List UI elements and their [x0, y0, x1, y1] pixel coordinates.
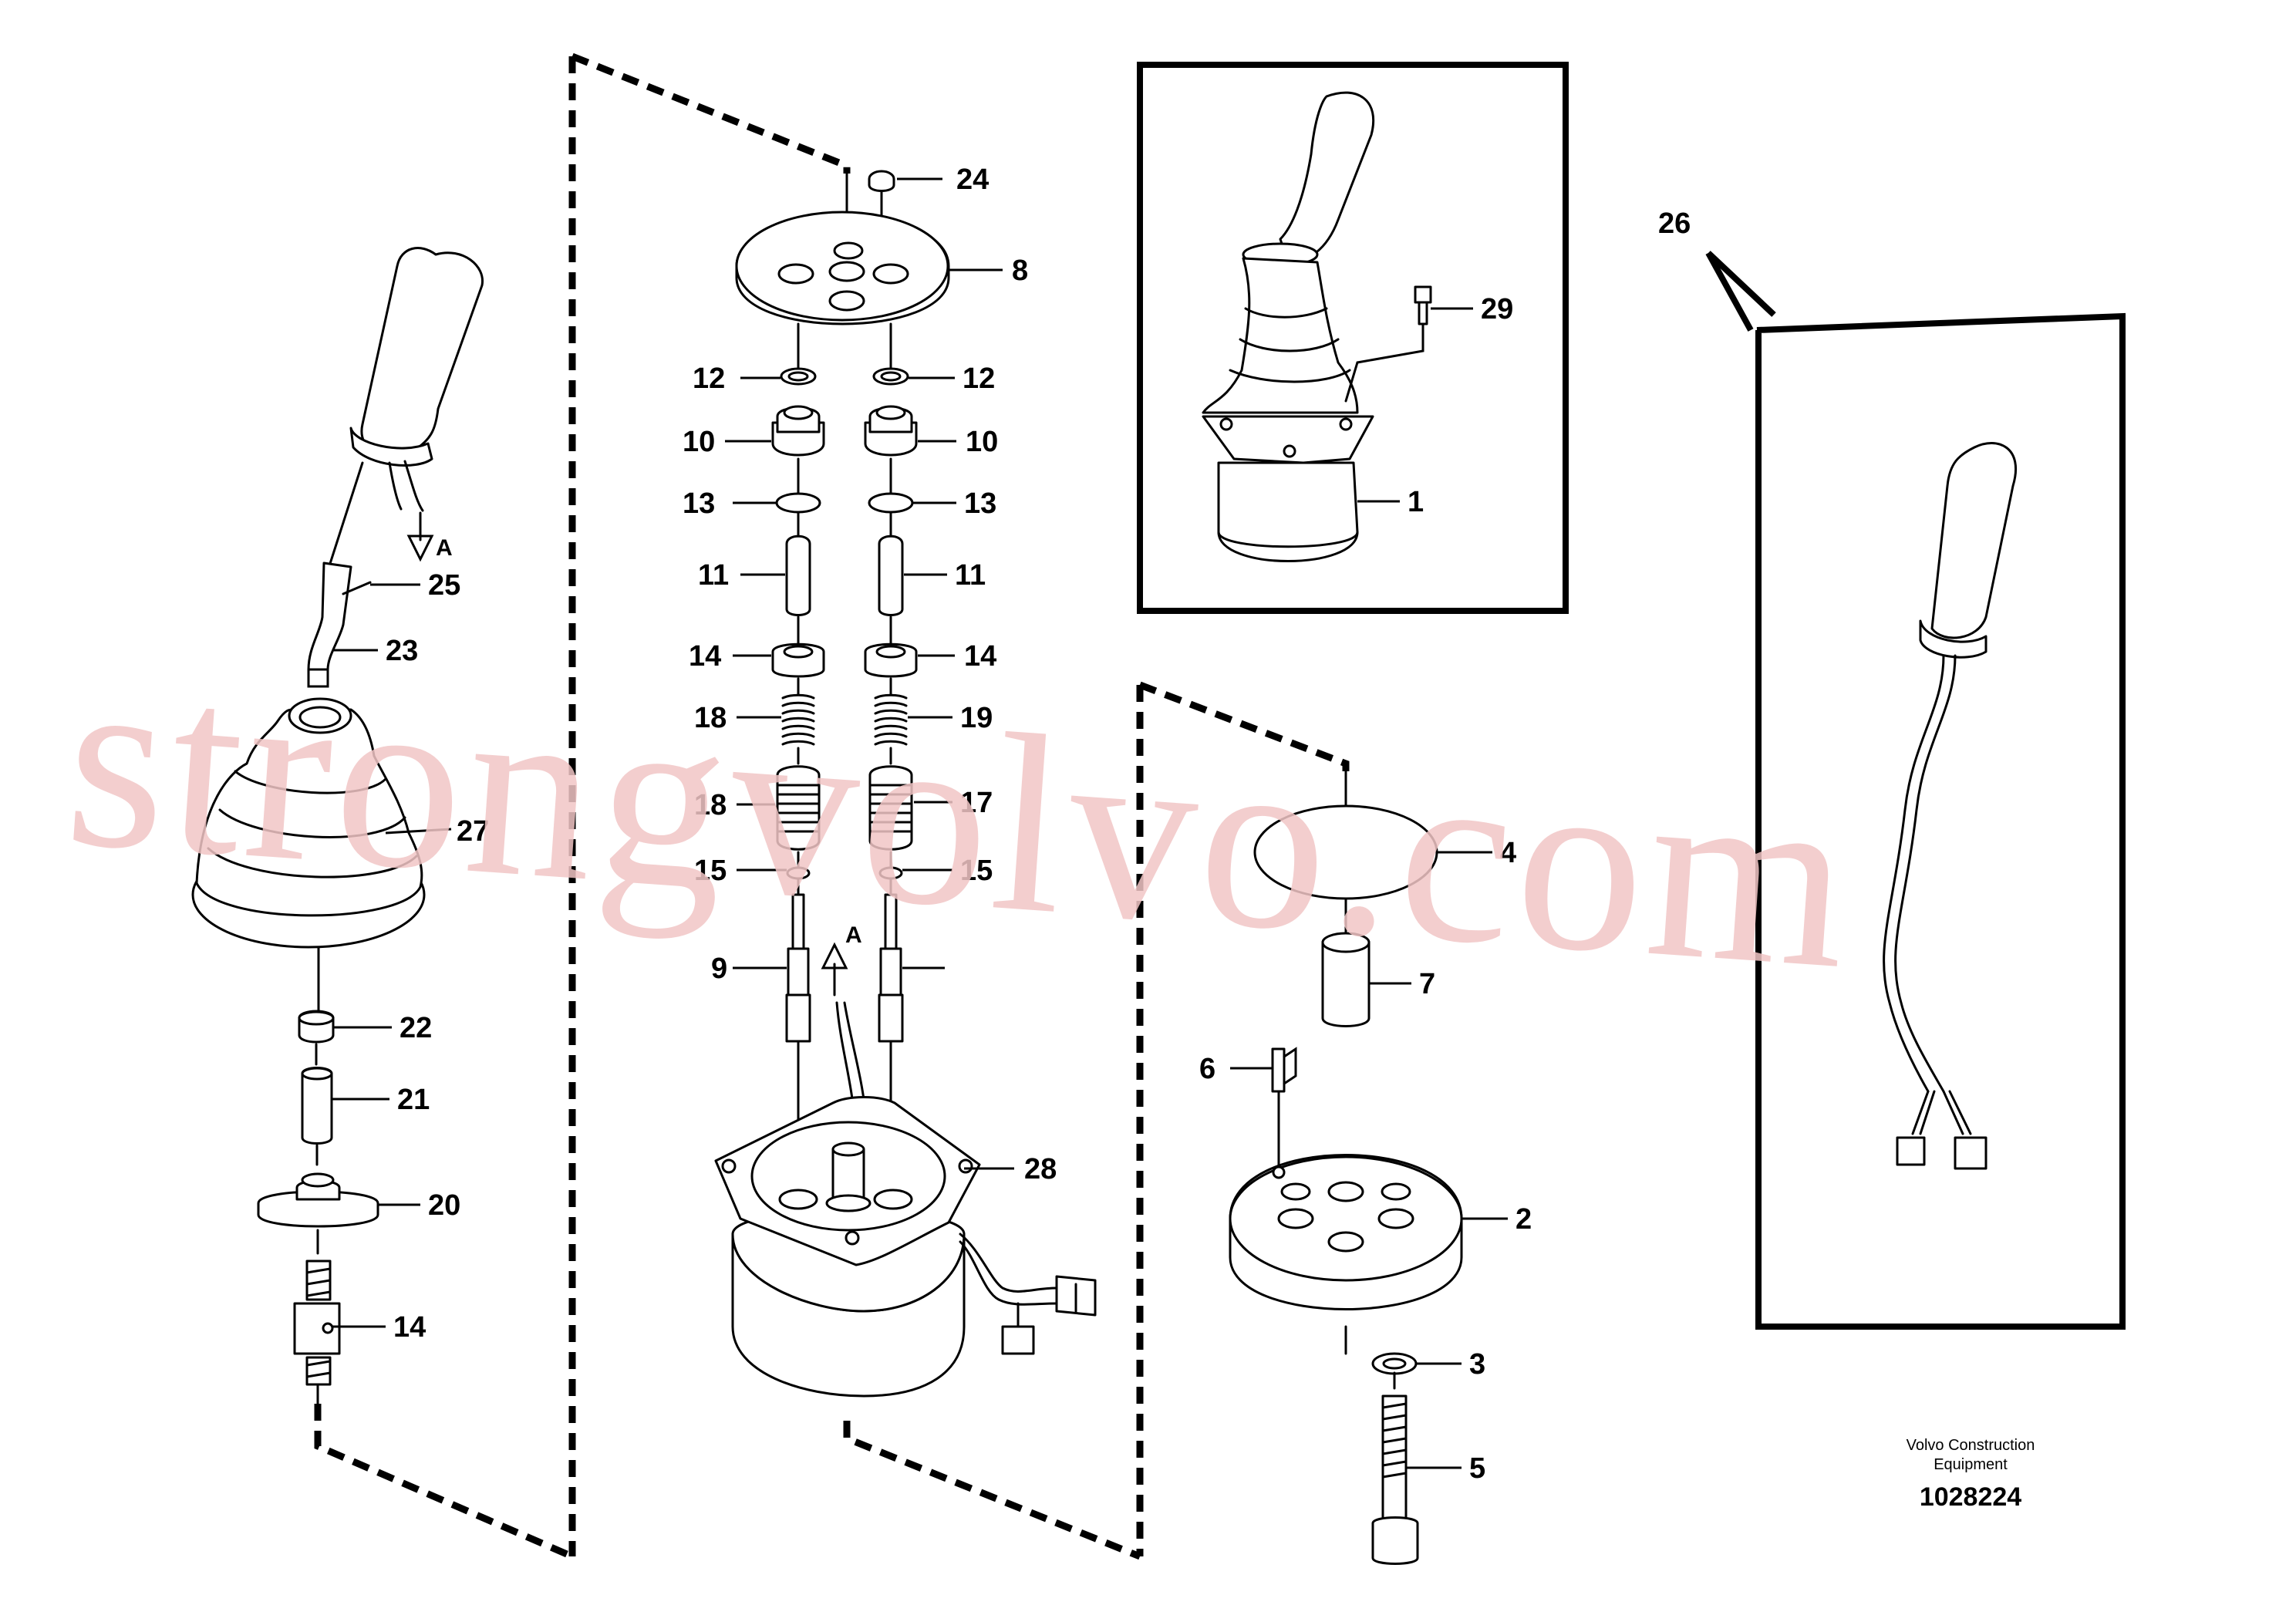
label-part-22: 22	[400, 1012, 432, 1044]
joystick-handle-26	[1883, 441, 2018, 1170]
label-part-12b: 12	[963, 363, 995, 395]
label-part-2: 2	[1515, 1203, 1532, 1236]
label-part-18a: 18	[694, 702, 727, 734]
marker-a-top: A	[436, 535, 453, 561]
rubber-boot-27	[191, 697, 426, 1012]
label-part-25: 25	[428, 569, 460, 602]
pin-6	[1271, 1047, 1286, 1093]
bolt-5	[1371, 1394, 1419, 1565]
label-part-24: 24	[956, 164, 989, 196]
label-part-28: 28	[1024, 1153, 1057, 1185]
plate-20	[257, 1172, 379, 1255]
label-part-13a: 13	[683, 487, 715, 520]
label-part-7: 7	[1419, 968, 1435, 1000]
part-labels: 24 8 12 12 10 10 13 13 11 11 14 14 18 19…	[386, 164, 1691, 1485]
arrow-a-top	[406, 511, 434, 562]
inset-box-part-26	[1755, 312, 2126, 1330]
label-part-4: 4	[1500, 837, 1516, 869]
housing-28	[714, 1096, 1097, 1398]
label-part-10b: 10	[966, 426, 998, 458]
screw-29	[1344, 285, 1432, 403]
drawing-number: 1028224	[1920, 1482, 2021, 1512]
label-part-19: 14	[393, 1311, 426, 1344]
dashed-panel-left	[571, 52, 851, 174]
label-part-13b: 13	[964, 487, 996, 520]
brand-line-2: Equipment	[1934, 1456, 2008, 1473]
inset-box-part-1	[1137, 62, 1569, 614]
label-part-29: 29	[1481, 293, 1513, 325]
label-part-3: 3	[1469, 1348, 1485, 1381]
label-part-12a: 12	[693, 363, 725, 395]
label-part-15b: 15	[960, 855, 993, 887]
block-2	[1229, 1154, 1463, 1310]
label-part-27: 27	[457, 815, 489, 848]
arrow-a-mid	[821, 942, 848, 996]
label-part-11a: 11	[698, 559, 729, 592]
label-part-17: 18	[694, 789, 727, 821]
marker-a-mid: A	[845, 922, 862, 948]
label-part-14a: 14	[689, 640, 721, 673]
label-part-14b: 14	[964, 640, 996, 673]
cable-segment-23	[307, 561, 352, 671]
watermark: strongvolvo.com	[59, 617, 1861, 1023]
valve-stack-left	[771, 367, 825, 1143]
label-part-20: 20	[428, 1189, 460, 1222]
label-part-15a: 15	[694, 855, 727, 887]
label-part-16: 17	[960, 787, 993, 819]
label-part-18b: 19	[960, 702, 993, 734]
joint-19	[293, 1259, 341, 1405]
dashed-panel-right	[1138, 681, 1350, 771]
label-part-23: 23	[386, 635, 418, 667]
lever-handle	[326, 247, 484, 572]
label-part-6: 6	[1199, 1053, 1215, 1085]
label-part-11b: 11	[955, 559, 986, 592]
label-part-26: 26	[1658, 207, 1691, 240]
leader-lines	[332, 177, 1508, 1469]
label-part-8: 8	[1012, 255, 1028, 287]
label-part-10a: 10	[683, 426, 715, 458]
plate-8	[735, 211, 950, 325]
label-part-1: 1	[1408, 486, 1424, 518]
valve-stack-right	[864, 367, 918, 1143]
label-part-21: 21	[397, 1084, 430, 1116]
joystick-assembly-1	[1202, 91, 1375, 562]
label-part-9: 9	[711, 953, 727, 985]
brand-line-1: Volvo Construction	[1907, 1437, 2035, 1454]
label-part-5: 5	[1469, 1452, 1485, 1485]
